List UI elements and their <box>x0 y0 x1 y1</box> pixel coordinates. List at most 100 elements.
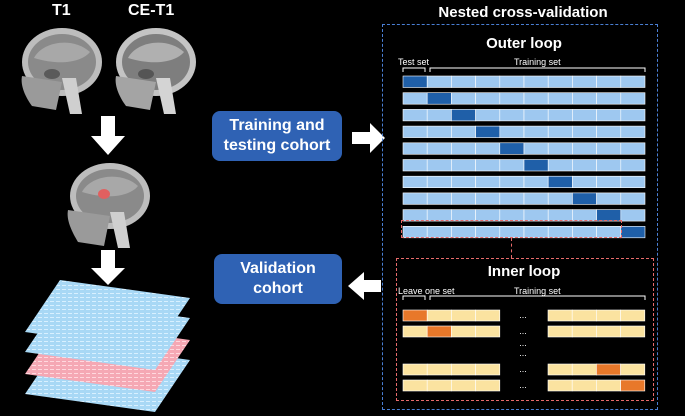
outer-train-cell <box>499 192 525 205</box>
inner-train-cell <box>451 325 476 338</box>
leave-one-set-label: Leave one set <box>398 286 455 296</box>
test-set-label: Test set <box>398 57 430 67</box>
outer-train-cell <box>402 92 428 105</box>
inner-train-cell <box>596 309 621 322</box>
outer-train-cell <box>620 175 646 188</box>
inner-leave-cell <box>596 363 621 376</box>
right-arrow-icon <box>352 123 385 153</box>
validation-cohort-line2: cohort <box>253 280 303 297</box>
outer-train-cell <box>572 142 597 155</box>
outer-train-cell <box>523 109 549 122</box>
outer-train-cell <box>475 92 501 105</box>
outer-train-cell <box>620 209 646 222</box>
outer-train-cell <box>523 92 549 105</box>
validation-cohort-box: Validation cohort <box>214 254 342 304</box>
inner-train-cell <box>571 309 597 322</box>
selected-fold-highlight <box>401 220 622 238</box>
outer-test-cell <box>547 175 573 188</box>
inner-leave-cell <box>426 325 452 338</box>
inner-train-cell <box>475 325 501 338</box>
outer-train-cell <box>620 92 646 105</box>
outer-train-cell <box>499 75 525 88</box>
outer-train-cell <box>547 109 573 122</box>
outer-train-cell <box>402 159 428 172</box>
outer-test-cell <box>523 159 549 172</box>
outer-train-cell <box>451 75 476 88</box>
outer-train-cell <box>402 175 428 188</box>
inner-train-cell <box>426 379 452 392</box>
training-set-label: Training set <box>514 57 561 67</box>
outer-test-cell <box>451 109 476 122</box>
outer-train-cell <box>620 159 646 172</box>
outer-train-cell <box>426 175 452 188</box>
outer-train-cell <box>572 125 597 138</box>
outer-train-cell <box>620 192 646 205</box>
inner-train-cell <box>620 363 646 376</box>
outer-train-cell <box>547 192 573 205</box>
ellipsis-text: ... <box>519 380 527 390</box>
outer-test-cell <box>620 226 646 239</box>
tumor-segmentation <box>98 189 110 199</box>
outer-train-cell <box>596 192 622 205</box>
inner-train-cell <box>451 363 476 376</box>
outer-train-cell <box>620 125 646 138</box>
left-arrow-icon <box>348 272 381 300</box>
outer-train-cell <box>523 75 549 88</box>
outer-train-cell <box>596 92 622 105</box>
inner-train-cell <box>571 325 597 338</box>
outer-train-cell <box>572 159 597 172</box>
t1-mri-image <box>12 22 104 114</box>
outer-train-cell <box>451 142 476 155</box>
inner-train-cell <box>475 363 501 376</box>
outer-loop-title: Outer loop <box>486 35 562 52</box>
inner-train-cell <box>571 363 597 376</box>
outer-train-cell <box>547 125 573 138</box>
inner-train-cell <box>475 379 501 392</box>
outer-train-cell <box>596 159 622 172</box>
outer-train-cell <box>572 175 597 188</box>
inner-train-cell <box>620 309 646 322</box>
outer-train-cell <box>475 192 501 205</box>
outer-train-cell <box>499 92 525 105</box>
outer-train-cell <box>451 159 476 172</box>
outer-train-cell <box>572 92 597 105</box>
outer-train-cell <box>426 142 452 155</box>
outer-train-cell <box>620 75 646 88</box>
connector-line <box>511 238 512 258</box>
inner-train-cell <box>547 325 573 338</box>
inner-train-cell <box>547 309 573 322</box>
inner-train-cell <box>596 325 621 338</box>
outer-train-cell <box>451 175 476 188</box>
inner-train-cell <box>620 325 646 338</box>
outer-train-cell <box>523 142 549 155</box>
outer-train-cell <box>572 109 597 122</box>
outer-train-cell <box>475 159 501 172</box>
ellipsis-text: ... <box>519 348 527 358</box>
outer-train-cell <box>402 142 428 155</box>
ellipsis-text: ... <box>519 364 527 374</box>
outer-test-cell <box>402 75 428 88</box>
outer-test-cell <box>499 142 525 155</box>
inner-train-cell <box>547 363 573 376</box>
outer-train-cell <box>499 125 525 138</box>
outer-train-cell <box>499 159 525 172</box>
ellipsis-text: ... <box>519 326 527 336</box>
outer-train-cell <box>596 109 622 122</box>
outer-train-cell <box>499 109 525 122</box>
outer-train-cell <box>499 175 525 188</box>
inner-train-cell <box>402 363 428 376</box>
training-cohort-line1: Training and <box>229 117 325 134</box>
inner-train-cell <box>426 363 452 376</box>
down-arrow-icon <box>91 116 125 155</box>
outer-train-cell <box>620 142 646 155</box>
outer-train-cell <box>451 92 476 105</box>
outer-train-cell <box>426 75 452 88</box>
ce-t1-mri-image <box>106 22 198 114</box>
outer-train-cell <box>475 75 501 88</box>
outer-train-cell <box>596 142 622 155</box>
inner-train-cell <box>571 379 597 392</box>
outer-train-cell <box>523 175 549 188</box>
inner-train-cell <box>402 325 428 338</box>
outer-train-cell <box>596 125 622 138</box>
training-cohort-line2: testing cohort <box>223 137 331 154</box>
